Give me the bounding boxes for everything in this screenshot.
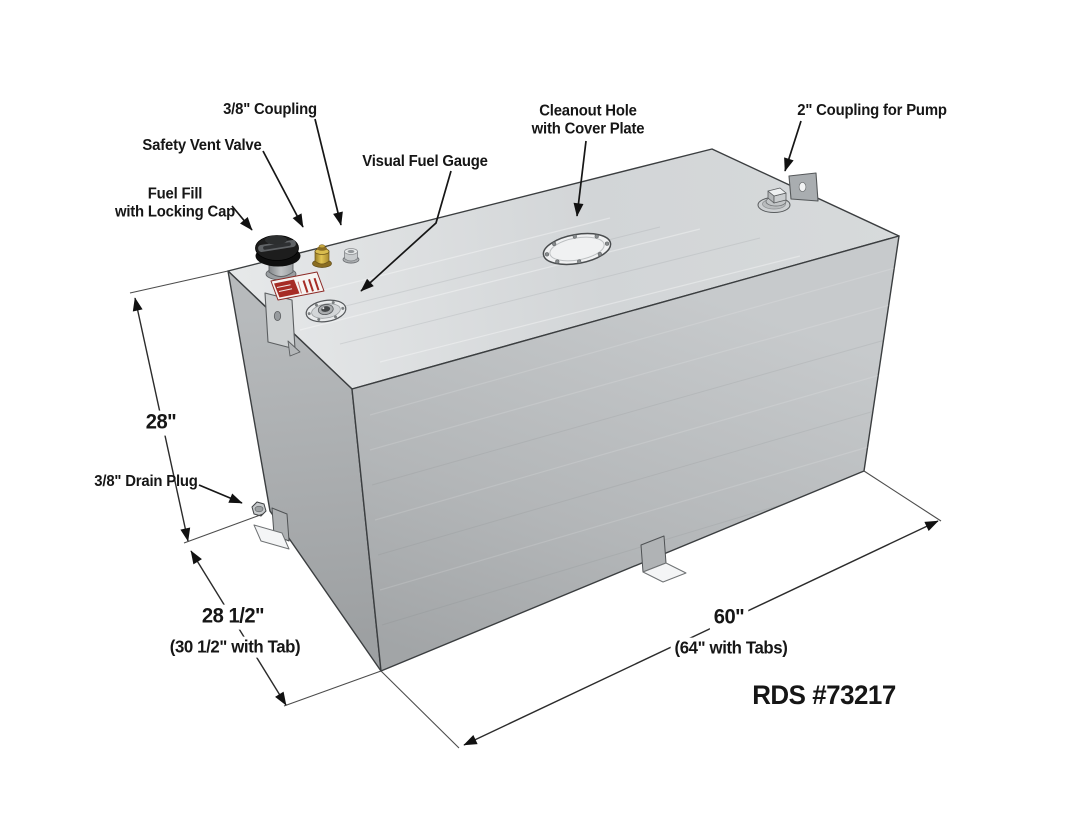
mounting-tab-top-right <box>788 172 819 202</box>
callout-cleanout-line1: Cleanout Hole <box>539 102 637 120</box>
callout-drain-plug-label: 3/8" Drain Plug <box>94 472 198 490</box>
leader-coupling-38 <box>314 118 343 226</box>
coupling-38 <box>342 248 360 264</box>
tank-body <box>227 148 900 672</box>
dimension-end-width-label: 28 1/2" <box>198 604 268 630</box>
callout-cleanout-line2: with Cover Plate <box>531 121 645 138</box>
leader-pump-coupling <box>784 120 802 172</box>
leader-lines <box>198 118 802 504</box>
dimension-end-width-with-tab-label: (30 1/2" with Tab) <box>165 636 305 658</box>
callout-coupling-38-label: 3/8" Coupling <box>223 100 317 118</box>
leader-drain-plug <box>198 484 243 504</box>
extension-lines <box>129 270 942 749</box>
pump-coupling <box>757 187 791 213</box>
drain-plug <box>251 501 267 517</box>
callout-pump-coupling-label: 2" Coupling for Pump <box>797 101 947 119</box>
leader-fuel-fill <box>231 205 253 231</box>
dimension-length-label: 60" <box>709 605 749 631</box>
leader-visual-fuel-gauge <box>360 170 452 292</box>
safety-vent-valve <box>312 244 332 268</box>
visual-fuel-gauge <box>305 299 347 323</box>
cleanout-cover-plate <box>542 232 612 266</box>
part-number: RDS #73217 <box>752 680 896 711</box>
dimension-length-with-tabs-label: (64" with Tabs) <box>670 637 792 659</box>
dimension-height-label: 28" <box>141 410 181 436</box>
fuel-fill-cap <box>255 235 301 281</box>
callout-visual-fuel-gauge-label: Visual Fuel Gauge <box>362 152 488 170</box>
dimension-length-line <box>463 520 939 746</box>
callout-cleanout-hole-label: Cleanout Hole with Cover Plate <box>532 103 645 140</box>
callout-fuel-fill-line2: with Locking Cap <box>114 204 236 221</box>
front-face-brush-texture <box>369 267 896 626</box>
warning-label <box>270 271 325 301</box>
callout-fuel-fill-label: Fuel Fill with Locking Cap <box>115 186 235 223</box>
callout-fuel-fill-line1: Fuel Fill <box>147 185 203 203</box>
mounting-tab-bottom-left <box>253 507 290 550</box>
leader-safety-vent-valve <box>262 150 304 228</box>
leader-cleanout-hole <box>573 140 587 217</box>
callout-safety-vent-valve-label: Safety Vent Valve <box>142 136 262 154</box>
